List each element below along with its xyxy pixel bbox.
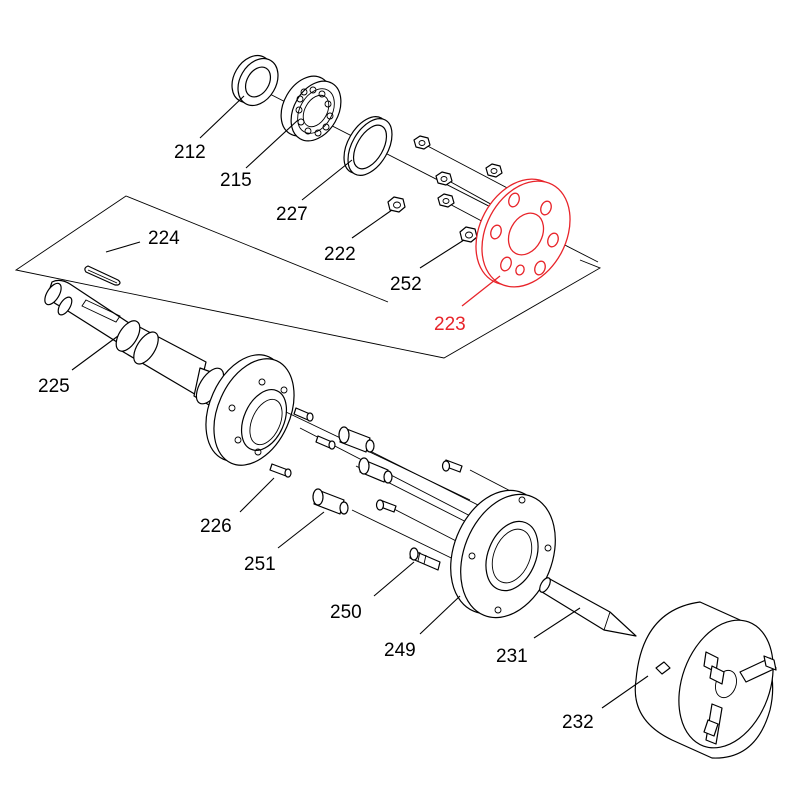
part-labels: 212 215 227 222 252 223 224 225 226 251 … (38, 142, 594, 733)
bolt (315, 435, 336, 450)
nuts-group (387, 135, 503, 243)
part-250-pin (409, 547, 441, 571)
label-212: 212 (174, 142, 206, 163)
nut (435, 171, 453, 186)
part-224-key (84, 265, 121, 286)
part-215-bearing (280, 75, 342, 142)
label-215: 215 (220, 170, 252, 191)
nut (413, 135, 431, 150)
base-plane (14, 195, 602, 359)
bolt (293, 407, 314, 422)
part-249-back-plate (450, 489, 556, 619)
part-231-center (539, 577, 637, 637)
nut (437, 193, 455, 208)
label-222: 222 (324, 244, 356, 265)
label-232: 232 (562, 712, 594, 733)
stud (358, 457, 393, 484)
part-226-spindle-flange (205, 354, 295, 466)
bolt (441, 459, 463, 473)
label-225: 225 (38, 376, 70, 397)
label-223: 223 (434, 314, 466, 335)
label-226: 226 (200, 516, 232, 537)
label-231: 231 (496, 646, 528, 667)
part-232-three-jaw-chuck (634, 601, 777, 759)
part-225-spindle-shaft (44, 279, 225, 409)
label-224: 224 (148, 228, 180, 249)
stud (338, 426, 375, 453)
bolt (269, 463, 292, 478)
part-227-spacer-ring (343, 116, 393, 176)
leader-lines (71, 95, 649, 709)
label-249: 249 (384, 640, 416, 661)
part-223-flange-plate-highlighted (475, 178, 571, 288)
label-250: 250 (330, 602, 362, 623)
nut (459, 226, 478, 243)
label-252: 252 (390, 274, 422, 295)
label-227: 227 (276, 204, 308, 225)
nut (485, 163, 503, 178)
nut (387, 196, 406, 213)
studs-group (312, 426, 393, 515)
part-212-oil-seal (231, 54, 279, 107)
bolt (375, 499, 397, 513)
bolts-group (269, 407, 463, 513)
label-251: 251 (244, 554, 276, 575)
stud (312, 488, 349, 515)
